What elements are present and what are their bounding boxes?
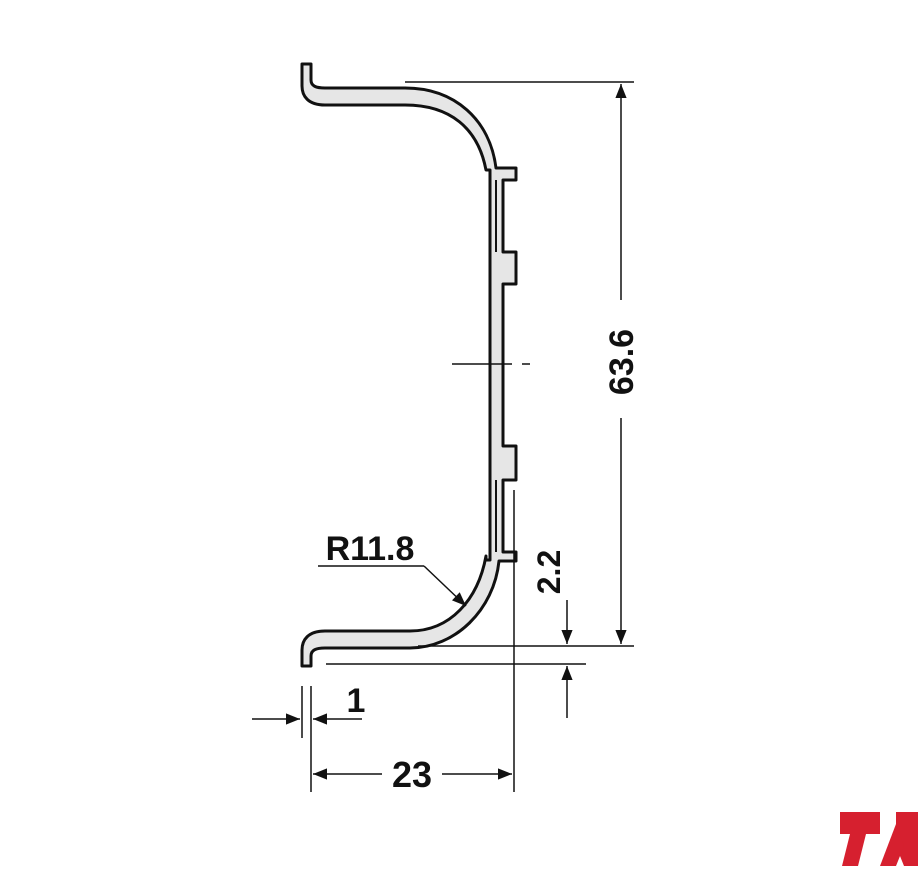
offset-dimension-label: 2.2 (531, 550, 567, 594)
radius-label: R11.8 (326, 530, 415, 568)
radius-leader-diagonal (423, 565, 467, 607)
height-dimension-label: 63.6 (603, 329, 641, 395)
depth-label: 23 (392, 754, 432, 795)
hafele-logo-fragment (840, 812, 918, 866)
thickness-label: 1 (347, 682, 366, 720)
profile-section (300, 62, 518, 668)
